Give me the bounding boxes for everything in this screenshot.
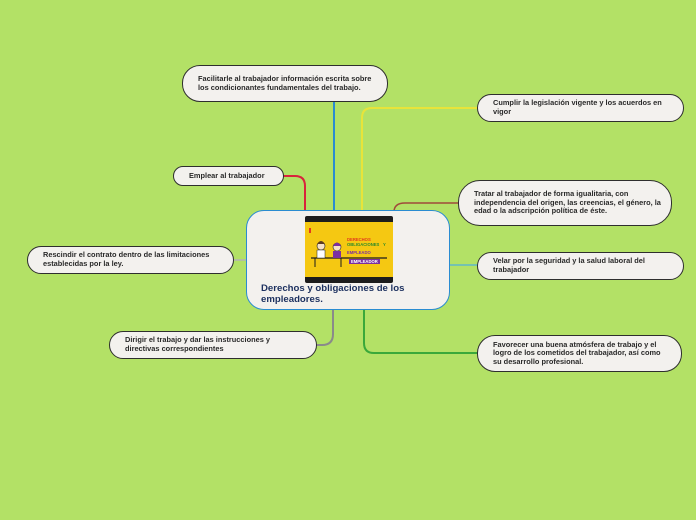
connector-cumplir (361, 107, 478, 211)
node-facilitar[interactable]: Facilitarle al trabajador información es… (182, 65, 388, 102)
central-topic[interactable]: DERECHOS OBLIGACIONES Y EMPLEADO EMPLEAD… (246, 210, 450, 310)
image-text-derechos: DERECHOS (347, 237, 371, 242)
node-favorecer-text: Favorecer una buena atmósfera de trabajo… (493, 339, 661, 366)
connector-emplear (283, 175, 306, 211)
central-topic-image: DERECHOS OBLIGACIONES Y EMPLEADO EMPLEAD… (305, 216, 393, 283)
image-figures (309, 228, 387, 267)
connector-favorecer (363, 310, 478, 354)
node-facilitar-text: Facilitarle al trabajador información es… (198, 73, 372, 92)
node-tratar[interactable]: Tratar al trabajador de forma igualitari… (458, 180, 672, 226)
connector-dirigir (316, 310, 334, 346)
node-rescindir[interactable]: Rescindir el contrato dentro de las limi… (27, 246, 234, 274)
node-favorecer[interactable]: Favorecer una buena atmósfera de trabajo… (477, 335, 682, 372)
central-topic-title: Derechos y obligaciones de los empleador… (261, 283, 405, 305)
node-tratar-text: Tratar al trabajador de forma igualitari… (474, 189, 661, 216)
node-emplear-text: Emplear al trabajador (189, 170, 265, 180)
image-text-ampersand: Y (383, 242, 386, 247)
node-dirigir-text: Dirigir el trabajo y dar las instruccion… (125, 335, 270, 353)
node-velar[interactable]: Velar por la seguridad y la salud labora… (477, 252, 684, 280)
node-cumplir-text: Cumplir la legislación vigente y los acu… (493, 98, 662, 116)
image-text-empleado: EMPLEADO (347, 250, 371, 255)
node-rescindir-text: Rescindir el contrato dentro de las limi… (43, 250, 210, 268)
node-velar-text: Velar por la seguridad y la salud labora… (493, 256, 645, 274)
image-text-obligaciones: OBLIGACIONES (347, 242, 380, 247)
node-dirigir[interactable]: Dirigir el trabajo y dar las instruccion… (109, 331, 317, 359)
node-cumplir[interactable]: Cumplir la legislación vigente y los acu… (477, 94, 684, 122)
image-text-empleador: EMPLEADOR (349, 259, 380, 264)
node-emplear[interactable]: Emplear al trabajador (173, 166, 284, 186)
